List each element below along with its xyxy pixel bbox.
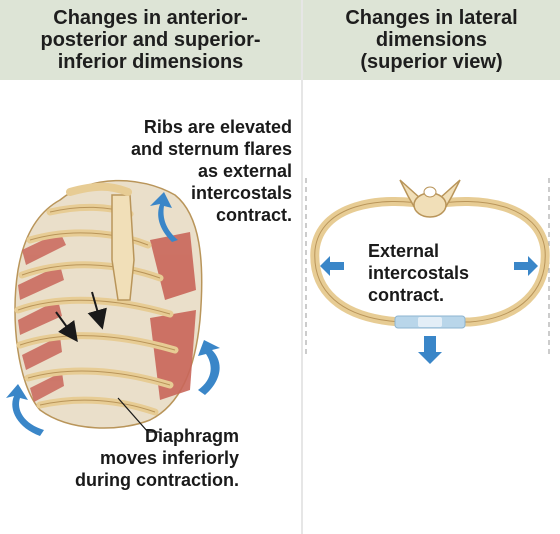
diaphragm-leader-line	[117, 397, 160, 433]
rib-outlines	[17, 206, 176, 413]
lateral-expansion-arrow-left	[320, 256, 344, 276]
fiber-direction-arrow-2	[55, 311, 78, 343]
inferior-movement-arrow	[418, 336, 442, 364]
vertebra	[399, 179, 461, 218]
superior-view-illustration	[305, 178, 550, 364]
fiber-direction-arrow-1	[87, 291, 107, 330]
intercostal-muscles-left	[18, 232, 66, 402]
ribs-elevated-label: Ribs are elevated and sternum flares as …	[130, 117, 292, 225]
rib-cage-illustration	[6, 179, 220, 436]
right-header-title: Changes in lateral dimensions (superior …	[345, 7, 518, 73]
left-header-title: Changes in anterior- posterior and super…	[40, 7, 261, 73]
left-column-header: Changes in anterior- posterior and super…	[0, 0, 301, 80]
intercostal-muscles-right	[150, 232, 196, 400]
sternum-body	[418, 317, 442, 327]
rib-elevation-arrow	[150, 192, 178, 242]
diaphragm-rotation-arrow-left	[6, 384, 44, 436]
right-column-header: Changes in lateral dimensions (superior …	[303, 0, 560, 80]
clavicle	[66, 182, 132, 196]
column-divider	[301, 0, 303, 534]
lateral-expansion-arrow-right	[514, 256, 538, 276]
external-intercostals-label: External intercostals contract.	[368, 241, 470, 305]
diaphragm-label: Diaphragm moves inferiorly during contra…	[75, 426, 239, 490]
diaphragm-rotation-arrow-right	[198, 340, 220, 395]
